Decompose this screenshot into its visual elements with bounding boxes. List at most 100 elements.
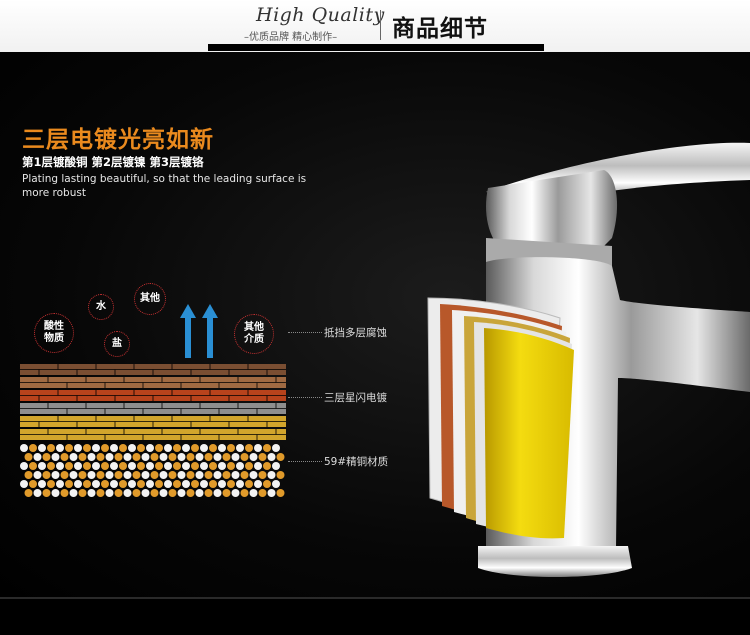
granule-dot <box>249 489 258 497</box>
granule-dot <box>24 489 33 497</box>
granule-dot <box>155 444 163 452</box>
bubble-other-label: 其他 <box>140 293 160 304</box>
granule-dot <box>128 462 136 470</box>
granule-dot <box>24 453 33 461</box>
granule-dot <box>38 480 46 488</box>
granule-dot <box>137 462 145 470</box>
granule-dot <box>159 471 168 479</box>
granule-dot <box>78 489 87 497</box>
granule-dot <box>263 480 271 488</box>
header-title: 商品细节 <box>392 16 488 42</box>
granule-dot <box>209 480 217 488</box>
granule-dot <box>164 462 172 470</box>
granule-dot <box>42 453 51 461</box>
granule-dot <box>96 453 105 461</box>
feature-heading: 三层电镀光亮如新 <box>22 127 214 153</box>
granule-dot <box>249 471 258 479</box>
granule-dot <box>209 444 217 452</box>
granule-dot <box>38 444 46 452</box>
granule-dot <box>222 471 231 479</box>
bubble-acid-label: 酸性物质 <box>44 321 64 344</box>
granule-dot <box>119 462 127 470</box>
granule-dot <box>195 471 204 479</box>
granule-dot <box>155 462 163 470</box>
granule-dot <box>168 471 177 479</box>
granule-dot <box>200 480 208 488</box>
granule-dot <box>105 453 114 461</box>
granule-dot <box>47 444 55 452</box>
granule-dot <box>87 453 96 461</box>
bubble-water-label: 水 <box>96 301 106 312</box>
granule-dot <box>105 489 114 497</box>
granule-dot <box>240 453 249 461</box>
granule-dot <box>213 471 222 479</box>
granule-dot <box>132 471 141 479</box>
leader-line <box>288 461 322 462</box>
granule-dot <box>258 453 267 461</box>
feature-description: Plating lasting beautiful, so that the l… <box>22 173 307 199</box>
granule-dot <box>96 471 105 479</box>
granule-dot <box>240 489 249 497</box>
granule-dot <box>231 471 240 479</box>
granule-dot <box>110 444 118 452</box>
granule-dot <box>146 480 154 488</box>
granule-dot <box>33 489 42 497</box>
footer-divider <box>0 597 750 599</box>
granule-dot <box>177 453 186 461</box>
granule-dot <box>119 444 127 452</box>
granule-dot <box>65 480 73 488</box>
granule-dot <box>87 471 96 479</box>
granule-dot <box>245 480 253 488</box>
granule-dot <box>56 444 64 452</box>
granule-dot <box>168 489 177 497</box>
granule-dot <box>137 444 145 452</box>
granule-dot <box>263 444 271 452</box>
granule-dot <box>258 471 267 479</box>
granule-dot <box>272 462 280 470</box>
granule-dot <box>191 444 199 452</box>
granule-dot <box>200 462 208 470</box>
footer-bar <box>0 599 750 635</box>
granule-dot <box>29 480 37 488</box>
granule-dot <box>65 462 73 470</box>
granule-dot <box>249 453 258 461</box>
granule-dot <box>222 489 231 497</box>
header-subtitle: –优质品牌 精心制作– <box>244 32 338 43</box>
granule-dot <box>182 480 190 488</box>
granule-dot <box>218 480 226 488</box>
granule-dot <box>74 480 82 488</box>
granule-dot <box>191 462 199 470</box>
granule-dot <box>236 462 244 470</box>
granule-dot <box>51 471 60 479</box>
granule-dot <box>38 462 46 470</box>
granule-dot <box>191 480 199 488</box>
granule-dot <box>276 489 285 497</box>
granule-dot <box>173 444 181 452</box>
granule-dot <box>141 471 150 479</box>
granule-dot <box>173 462 181 470</box>
granule-dot <box>276 453 285 461</box>
granule-dot <box>114 471 123 479</box>
granule-dot <box>20 462 28 470</box>
granule-dot <box>74 462 82 470</box>
granule-dot <box>24 471 33 479</box>
granule-dot <box>182 444 190 452</box>
upward-arrows <box>180 304 218 358</box>
granule-dot <box>150 453 159 461</box>
layer-stack <box>20 364 286 497</box>
granule-dot <box>245 462 253 470</box>
granule-dot <box>60 471 69 479</box>
bubble-other-medium-label: 其他介质 <box>244 322 264 345</box>
bubble-water: 水 <box>88 294 114 320</box>
granule-dot <box>236 444 244 452</box>
granule-dot <box>155 480 163 488</box>
granule-dot <box>29 444 37 452</box>
granule-dot <box>83 462 91 470</box>
granule-dot <box>182 462 190 470</box>
granule-dot <box>272 480 280 488</box>
granule-dot <box>195 489 204 497</box>
granule-dot <box>56 462 64 470</box>
granule-dot <box>173 480 181 488</box>
brick-rows <box>20 364 286 440</box>
granule-dot <box>186 453 195 461</box>
